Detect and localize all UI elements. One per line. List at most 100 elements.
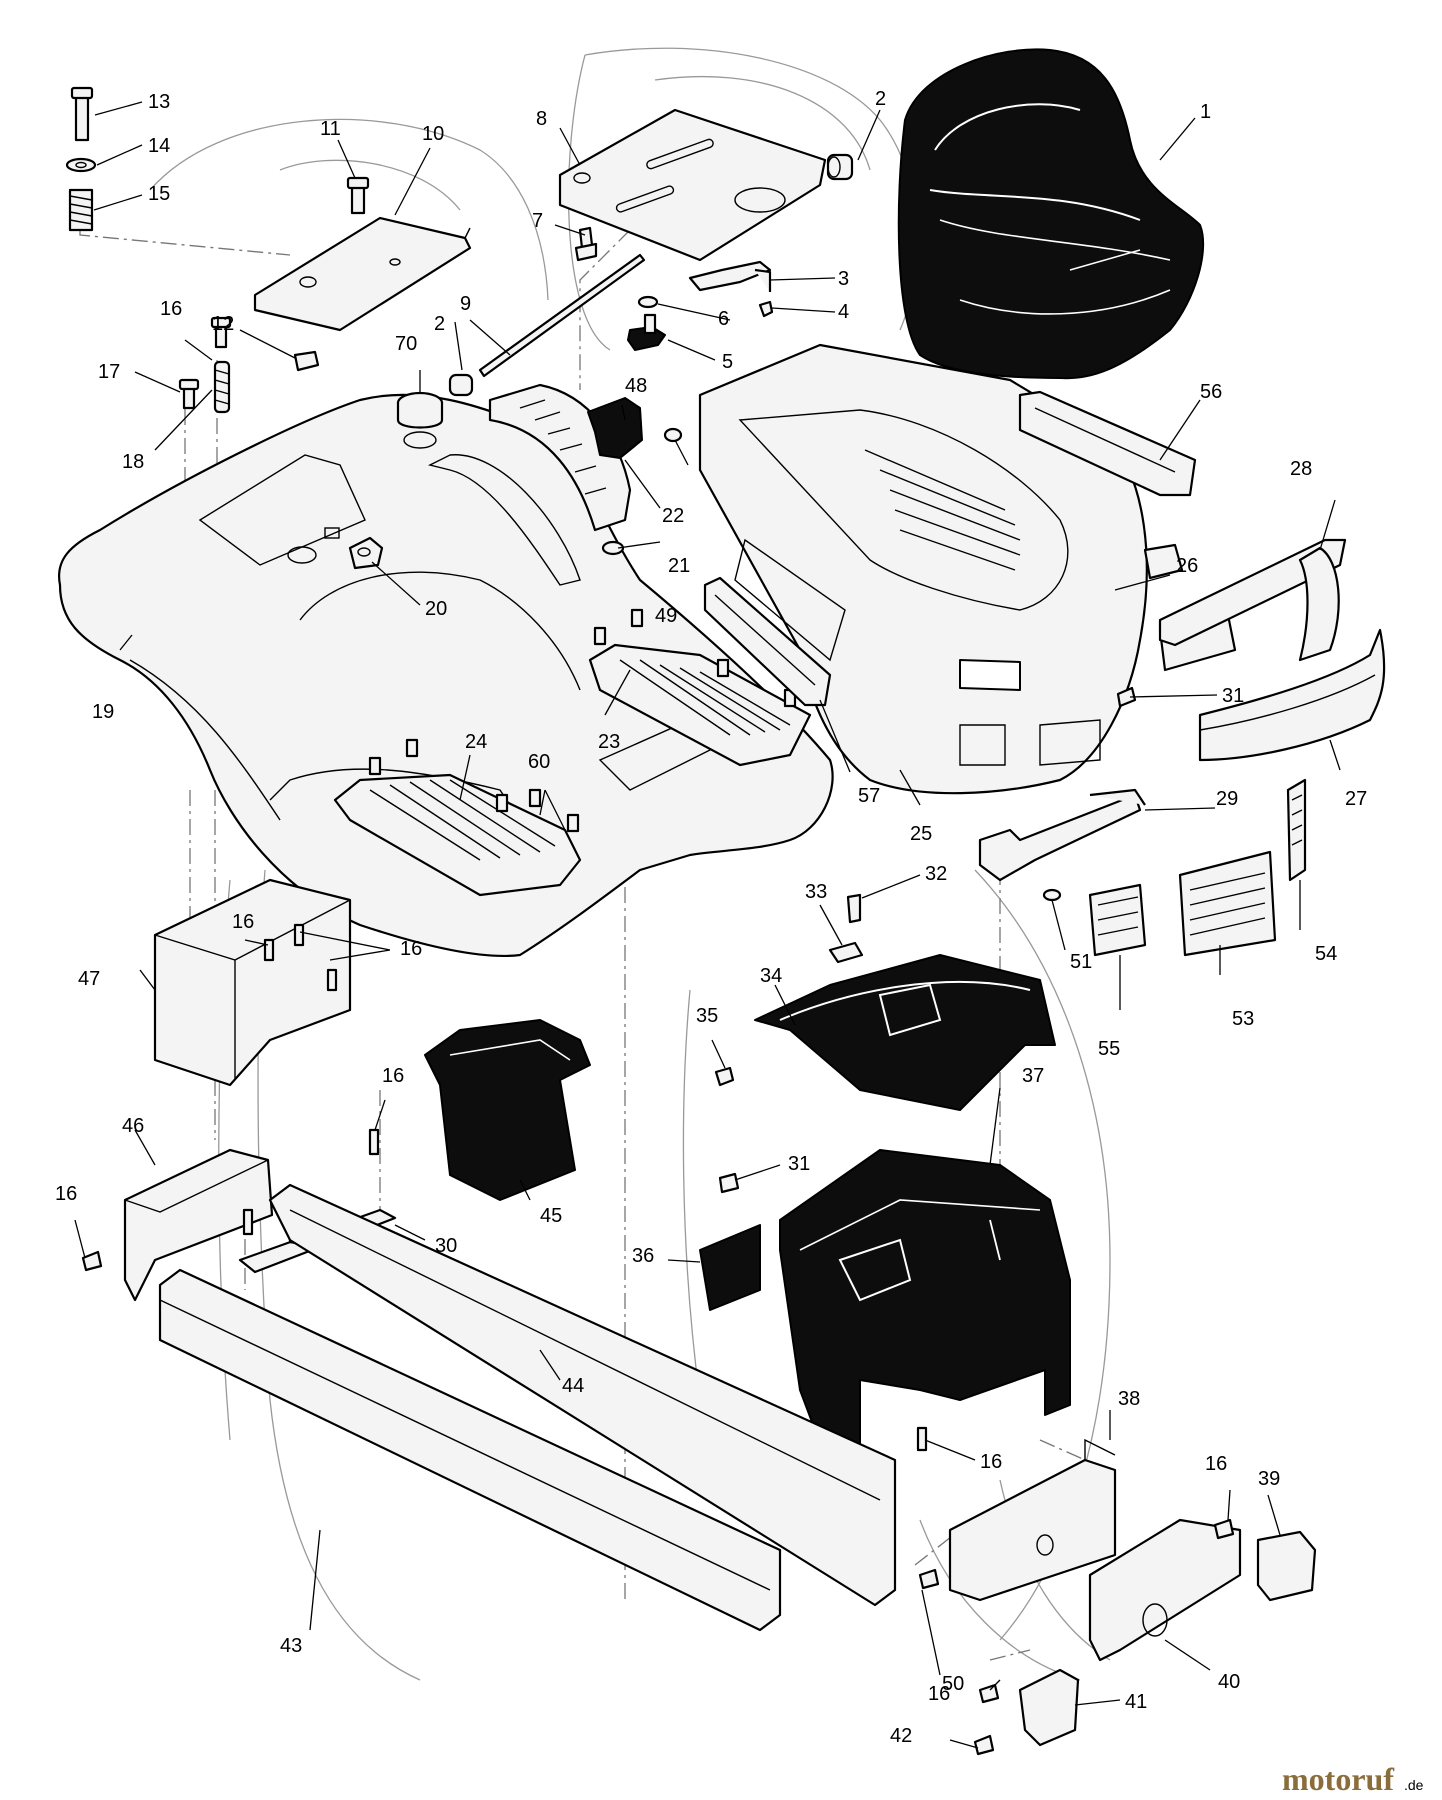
callout-2a: 2 — [875, 88, 886, 110]
callout-6: 6 — [718, 308, 729, 330]
callout-32: 32 — [925, 863, 947, 885]
callout-53: 53 — [1232, 1008, 1254, 1030]
callout-4: 4 — [838, 301, 849, 323]
callout-2b: 2 — [434, 313, 445, 335]
latch — [587, 397, 643, 459]
callout-14: 14 — [148, 135, 170, 157]
grille-left — [1088, 883, 1147, 957]
callout-50: 50 — [942, 1673, 964, 1695]
battery-box — [424, 1019, 591, 1201]
callout-39: 39 — [1258, 1468, 1280, 1490]
callout-43: 43 — [280, 1635, 302, 1657]
dash-screws — [714, 686, 1137, 1194]
callout-29: 29 — [1216, 788, 1238, 810]
watermark-suffix: .de — [1404, 1777, 1424, 1793]
callout-27: 27 — [1345, 788, 1367, 810]
callout-3: 3 — [838, 268, 849, 290]
callout-15: 15 — [148, 183, 170, 205]
bumper-bracket — [978, 788, 1146, 902]
callout-45: 45 — [540, 1205, 562, 1227]
leader-lines — [74, 101, 1341, 1749]
callout-10: 10 — [422, 123, 444, 145]
hood-side-trim-right — [1018, 390, 1197, 497]
side-grille-trim — [1286, 778, 1307, 882]
callout-47: 47 — [78, 968, 100, 990]
frame-rail-right — [268, 1183, 897, 1607]
callout-56: 56 — [1200, 381, 1222, 403]
callout-37: 37 — [1022, 1065, 1044, 1087]
misc-screws — [81, 923, 928, 1452]
callout-26: 26 — [1176, 555, 1198, 577]
callout-16h: 16 — [928, 1683, 950, 1705]
callout-57: 57 — [858, 785, 880, 807]
callout-7: 7 — [532, 210, 543, 232]
callout-38: 38 — [1118, 1388, 1140, 1410]
callout-18: 18 — [122, 451, 144, 473]
callout-55: 55 — [1098, 1038, 1120, 1060]
callout-46: 46 — [122, 1115, 144, 1137]
callout-28: 28 — [1290, 458, 1312, 480]
grille-right — [1178, 850, 1277, 957]
callout-35: 35 — [696, 1005, 718, 1027]
dash-panel — [754, 893, 1056, 1111]
callout-21: 21 — [668, 555, 690, 577]
callout-16b: 16 — [232, 911, 254, 933]
callout-16a: 16 — [160, 298, 182, 320]
frame-rail-left — [158, 1268, 782, 1632]
callout-23: 23 — [598, 731, 620, 753]
hitch-plate — [123, 1148, 274, 1302]
callout-19: 19 — [92, 701, 114, 723]
callout-16c: 16 — [400, 938, 422, 960]
callout-22: 22 — [662, 505, 684, 527]
callout-34: 34 — [760, 965, 782, 987]
callout-36: 36 — [632, 1245, 654, 1267]
axle-plate — [1018, 1668, 1080, 1747]
callout-42: 42 — [890, 1725, 912, 1747]
callout-5: 5 — [722, 351, 733, 373]
callout-31a: 31 — [1222, 685, 1244, 707]
body-fittings — [348, 391, 683, 570]
right-footpad — [588, 643, 812, 767]
axle-cap — [1256, 1530, 1317, 1602]
spring-hardware — [65, 86, 97, 232]
fender-body — [57, 393, 834, 958]
callout-41: 41 — [1125, 1691, 1147, 1713]
callout-48: 48 — [625, 375, 647, 397]
front-bolts — [918, 1518, 1235, 1756]
callout-16g: 16 — [1205, 1453, 1227, 1475]
seat-pan — [558, 108, 827, 262]
callout-12: 12 — [212, 313, 234, 335]
callout-30: 30 — [435, 1235, 457, 1257]
callout-16f: 16 — [980, 1451, 1002, 1473]
callout-51: 51 — [1070, 951, 1092, 973]
callout-54: 54 — [1315, 943, 1337, 965]
axle-bracket — [1088, 1518, 1242, 1662]
seat-bracket — [253, 176, 472, 372]
callout-16e: 16 — [55, 1183, 77, 1205]
front-axle-bracket — [948, 1438, 1117, 1602]
footpad-fasteners — [368, 608, 797, 833]
hood-side-trim-left — [703, 576, 832, 707]
dash-gasket — [699, 1224, 761, 1311]
callout-44: 44 — [562, 1375, 584, 1397]
seat — [897, 48, 1205, 380]
callout-labels: 1 2 2 3 4 5 6 7 8 9 10 11 12 13 14 15 16… — [55, 88, 1367, 1747]
bushing — [448, 153, 854, 397]
callout-20: 20 — [425, 598, 447, 620]
callout-31b: 31 — [788, 1153, 810, 1175]
callout-25: 25 — [910, 823, 932, 845]
callout-1: 1 — [1200, 101, 1211, 123]
callout-24: 24 — [465, 731, 487, 753]
left-footpad — [333, 773, 582, 897]
callout-17: 17 — [98, 361, 120, 383]
callout-60: 60 — [528, 751, 550, 773]
watermark-logo: motoruf .de — [1282, 1761, 1424, 1797]
callout-70: 70 — [395, 333, 417, 355]
callout-9: 9 — [460, 293, 471, 315]
watermark-brand: motoruf — [1282, 1761, 1394, 1797]
dash-tower — [779, 1149, 1071, 1471]
callout-11: 11 — [320, 118, 341, 140]
callout-33: 33 — [805, 881, 827, 903]
seat-hardware — [478, 226, 774, 378]
callout-40: 40 — [1218, 1671, 1240, 1693]
